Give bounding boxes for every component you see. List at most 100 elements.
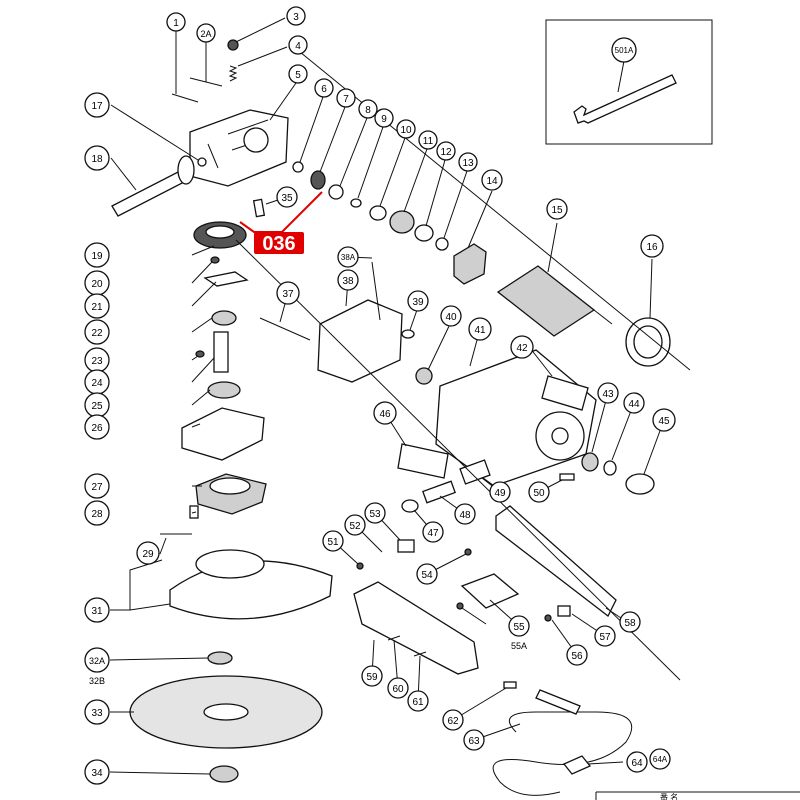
pin-wrench-drawing <box>573 74 677 124</box>
callout-50[interactable]: 50 <box>528 481 550 503</box>
callout-26[interactable]: 26 <box>84 414 110 440</box>
svg-text:7: 7 <box>343 94 349 105</box>
callout-23[interactable]: 23 <box>84 347 110 373</box>
callout-52[interactable]: 52 <box>344 514 366 536</box>
svg-text:43: 43 <box>602 389 614 400</box>
callout-28[interactable]: 28 <box>84 500 110 526</box>
callout-14[interactable]: 14 <box>481 169 503 191</box>
callout-42[interactable]: 42 <box>510 335 534 359</box>
svg-text:48: 48 <box>459 510 471 521</box>
svg-text:15: 15 <box>551 205 563 216</box>
svg-text:49: 49 <box>494 488 506 499</box>
callout-43[interactable]: 43 <box>597 382 619 404</box>
callout-61[interactable]: 61 <box>407 690 429 712</box>
inset-box-wrench <box>545 19 713 145</box>
callout-22[interactable]: 22 <box>84 319 110 345</box>
callout-5[interactable]: 5 <box>288 64 308 84</box>
svg-text:61: 61 <box>412 697 424 708</box>
callout-7[interactable]: 7 <box>336 88 356 108</box>
highlight-label: 036 <box>262 233 295 255</box>
svg-text:39: 39 <box>412 297 424 308</box>
svg-text:20: 20 <box>91 279 103 290</box>
footer-fragment: 番 名 <box>595 791 800 800</box>
callout-2A[interactable]: 2A <box>196 23 216 43</box>
callout-48[interactable]: 48 <box>454 503 476 525</box>
leader-lines <box>109 17 691 775</box>
callout-18[interactable]: 18 <box>84 145 110 171</box>
callout-3[interactable]: 3 <box>286 6 306 26</box>
callout-55[interactable]: 55 <box>508 615 530 637</box>
svg-text:2A: 2A <box>200 29 211 39</box>
callout-9[interactable]: 9 <box>374 108 394 128</box>
callout-40[interactable]: 40 <box>440 305 462 327</box>
callout-63[interactable]: 63 <box>463 729 485 751</box>
callout-55A[interactable]: 55A <box>511 641 527 651</box>
callout-501A[interactable]: 501A <box>611 37 637 63</box>
callout-62[interactable]: 62 <box>442 709 464 731</box>
callout-35[interactable]: 35 <box>276 186 298 208</box>
svg-text:16: 16 <box>646 242 658 253</box>
callout-24[interactable]: 24 <box>84 369 110 395</box>
callout-27[interactable]: 27 <box>84 473 110 499</box>
callout-6[interactable]: 6 <box>314 78 334 98</box>
callout-41[interactable]: 41 <box>468 317 492 341</box>
callout-38A[interactable]: 38A <box>337 246 359 268</box>
svg-text:17: 17 <box>91 101 103 112</box>
callout-47[interactable]: 47 <box>422 521 444 543</box>
svg-text:24: 24 <box>91 378 103 389</box>
svg-text:11: 11 <box>423 136 434 147</box>
callout-54[interactable]: 54 <box>416 563 438 585</box>
callout-25[interactable]: 25 <box>84 392 110 418</box>
callout-49[interactable]: 49 <box>489 481 511 503</box>
callout-31[interactable]: 31 <box>84 597 110 623</box>
callout-64[interactable]: 64 <box>626 751 648 773</box>
callout-51[interactable]: 51 <box>322 530 344 552</box>
svg-text:34: 34 <box>91 768 103 779</box>
callout-32B[interactable]: 32B <box>89 676 105 686</box>
callout-13[interactable]: 13 <box>458 152 478 172</box>
callout-17[interactable]: 17 <box>84 92 110 118</box>
callout-58[interactable]: 58 <box>619 611 641 633</box>
callout-59[interactable]: 59 <box>361 665 383 687</box>
callout-20[interactable]: 20 <box>84 270 110 296</box>
callout-39[interactable]: 39 <box>407 290 429 312</box>
svg-text:63: 63 <box>468 736 480 747</box>
callout-4[interactable]: 4 <box>288 35 308 55</box>
callout-45[interactable]: 45 <box>652 408 676 432</box>
svg-text:18: 18 <box>91 154 103 165</box>
callout-60[interactable]: 60 <box>387 677 409 699</box>
svg-text:44: 44 <box>628 399 640 410</box>
callout-32A[interactable]: 32A <box>84 647 110 673</box>
callout-46[interactable]: 46 <box>373 401 397 425</box>
callout-19[interactable]: 19 <box>84 242 110 268</box>
svg-text:38A: 38A <box>341 253 356 262</box>
callout-29[interactable]: 29 <box>136 541 160 565</box>
svg-text:40: 40 <box>445 312 457 323</box>
svg-text:45: 45 <box>658 416 670 427</box>
svg-text:59: 59 <box>366 672 378 683</box>
callout-16[interactable]: 16 <box>640 234 664 258</box>
svg-text:29: 29 <box>142 549 154 560</box>
callout-21[interactable]: 21 <box>84 293 110 319</box>
callout-10[interactable]: 10 <box>396 119 416 139</box>
callout-53[interactable]: 53 <box>364 502 386 524</box>
callout-11[interactable]: 11 <box>418 130 438 150</box>
callout-38[interactable]: 38 <box>337 269 359 291</box>
svg-text:32A: 32A <box>89 656 105 666</box>
svg-text:50: 50 <box>533 488 545 499</box>
callout-8[interactable]: 8 <box>358 99 378 119</box>
svg-text:23: 23 <box>91 356 103 367</box>
callout-33[interactable]: 33 <box>84 699 110 725</box>
svg-text:64: 64 <box>631 758 643 769</box>
callout-57[interactable]: 57 <box>594 625 616 647</box>
callout-12[interactable]: 12 <box>436 141 456 161</box>
highlight-box <box>254 232 304 254</box>
callout-15[interactable]: 15 <box>546 198 568 220</box>
callout-44[interactable]: 44 <box>623 392 645 414</box>
callout-37[interactable]: 37 <box>276 281 300 305</box>
callout-34[interactable]: 34 <box>84 759 110 785</box>
callout-1[interactable]: 1 <box>166 12 186 32</box>
callout-64A[interactable]: 64A <box>649 748 671 770</box>
callout-group: 1 2A 3 4 5 6 7 8 9 10 11 12 13 14 15 16 … <box>84 6 676 785</box>
callout-56[interactable]: 56 <box>566 644 588 666</box>
